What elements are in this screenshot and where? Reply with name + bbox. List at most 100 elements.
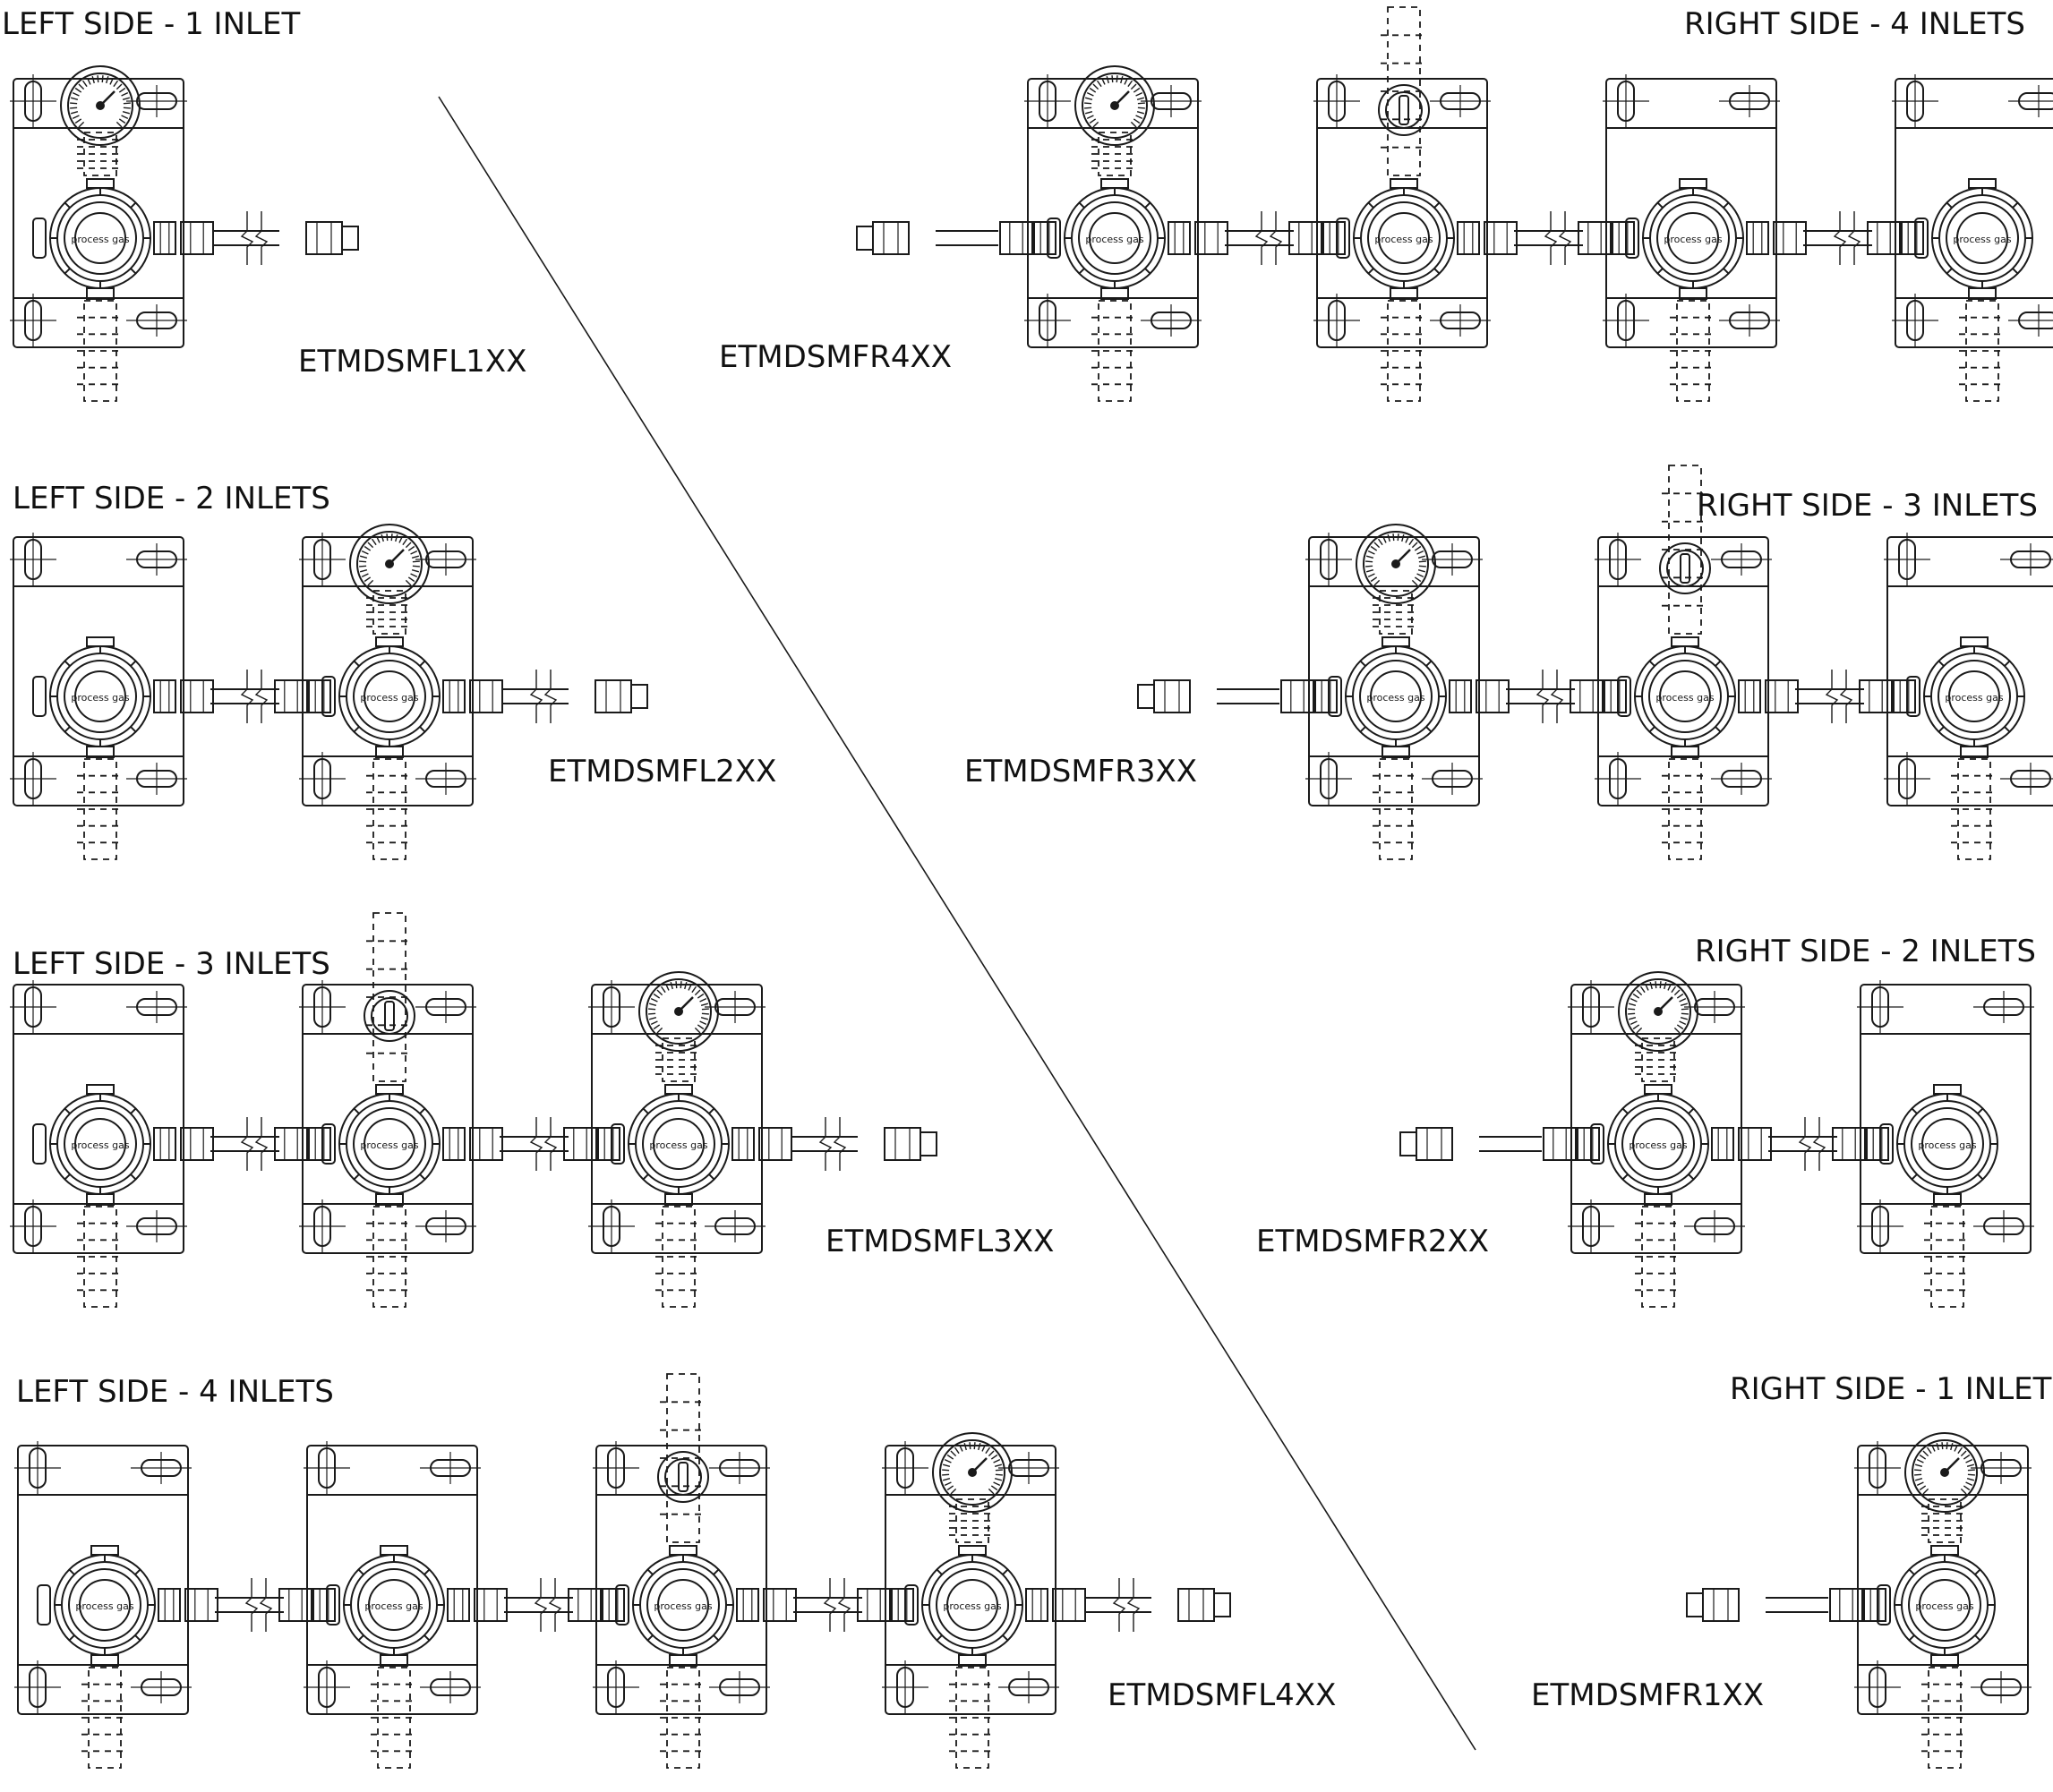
pipe-fitting [1052,1588,1086,1622]
valve-label: process gas [649,1139,707,1151]
title-left-2: LEFT SIDE - 2 INLETS [13,481,330,516]
pipe-fitting [153,221,176,255]
pipe-fitting [312,1588,336,1622]
mounting-plate [306,1445,478,1715]
outlet-nipple [630,684,648,709]
valve-label: process gas [1629,1139,1687,1151]
pipe-fitting [758,1127,792,1161]
mounting-plate [1895,78,2053,348]
pipe-fitting [1476,679,1510,713]
valve-label: process gas [1664,234,1722,245]
pressure-gauge [60,65,141,146]
mounting-plate [302,984,474,1254]
valve-handle [321,1123,336,1165]
pipe-fitting [442,1127,466,1161]
outlet-nipple [341,226,359,251]
pipe-fitting [1194,221,1228,255]
outlet-nipple [1686,1592,1704,1617]
mounting-plate [1597,536,1769,806]
outlet-nipple [1213,1592,1231,1617]
pipe-fitting [278,1588,312,1622]
pipe-break [240,1117,254,1171]
vent-line [955,1498,989,1543]
mounting-plate [1860,984,2032,1254]
pipe-break [543,670,558,723]
pipe-break [818,1117,833,1171]
pipe-fitting [1746,221,1769,255]
pipe-break [1825,670,1839,723]
pipe-break [1798,1117,1812,1171]
pipe-fitting [999,221,1033,255]
pipe-fitting [736,1588,759,1622]
valve-label: process gas [943,1600,1001,1612]
pipe-fitting [1866,1127,1889,1161]
pipe-break [1112,1578,1126,1632]
pipe-fitting [1449,679,1472,713]
pipe-fitting [1168,221,1191,255]
pipe-fitting [469,679,503,713]
valve-label: process gas [360,692,418,704]
mounting-plate [13,536,184,806]
pipe-fitting [891,1588,914,1622]
title-left-4: LEFT SIDE - 4 INLETS [16,1374,334,1410]
pipe-fitting [1578,221,1612,255]
mounting-plate [595,1445,767,1715]
pipe-fitting [1570,679,1604,713]
pressure-gauge [1356,524,1436,604]
valve-handle [1617,676,1631,717]
pipe-fitting [602,1588,625,1622]
pipe-fitting [1025,1588,1048,1622]
pipe-fitting [563,1127,597,1161]
check-gauge [364,990,415,1042]
vent-line [1928,1498,1962,1543]
part-number-right-4: ETMDSMFR4XX [719,339,953,375]
pipe-fitting [1416,1127,1453,1161]
valve-label: process gas [71,1139,129,1151]
pipe-fitting [447,1588,470,1622]
vent-line [1641,1037,1675,1082]
title-right-1: RIGHT SIDE - 1 INLET [1730,1371,2052,1407]
pipe-fitting [1738,1127,1772,1161]
pipe-break [1812,1117,1826,1171]
pipe-break [1847,211,1861,265]
pipe-break [240,670,254,723]
outlet-nipple [1399,1131,1417,1156]
pipe-fitting [274,1127,308,1161]
pipe-break [1254,211,1269,265]
pipe-fitting [274,679,308,713]
valve-handle [1590,1123,1604,1165]
valve-handle [32,1123,47,1165]
valve-label: process gas [71,234,129,245]
pipe-fitting [595,679,632,713]
pipe-break [1558,211,1572,265]
pipe-break [1544,211,1558,265]
pipe-break [837,1578,851,1632]
part-number-left-3: ETMDSMFL3XX [825,1224,1055,1259]
valve-handle [1336,218,1350,259]
vent-line [1098,132,1132,176]
pressure-gauge [1618,971,1698,1052]
part-number-left-4: ETMDSMFL4XX [1108,1677,1337,1713]
valve-handle [32,218,47,259]
part-number-left-1: ETMDSMFL1XX [298,344,527,380]
pipe-break [548,1578,562,1632]
pipe-break [254,211,269,265]
pipe-fitting [1457,221,1480,255]
pipe-break [254,670,269,723]
mounting-plate [17,1445,189,1715]
outlet-nipple [920,1131,937,1156]
valve-label: process gas [1374,234,1433,245]
pipe-break [1550,670,1564,723]
valve-label: process gas [1945,692,2003,704]
vent-line [83,132,117,176]
pipe-fitting [1773,221,1807,255]
pipe-fitting [1901,221,1924,255]
pipe-fitting [1288,221,1322,255]
pressure-gauge [1074,65,1155,146]
pipe-fitting [180,1127,214,1161]
pipe-fitting [568,1588,602,1622]
